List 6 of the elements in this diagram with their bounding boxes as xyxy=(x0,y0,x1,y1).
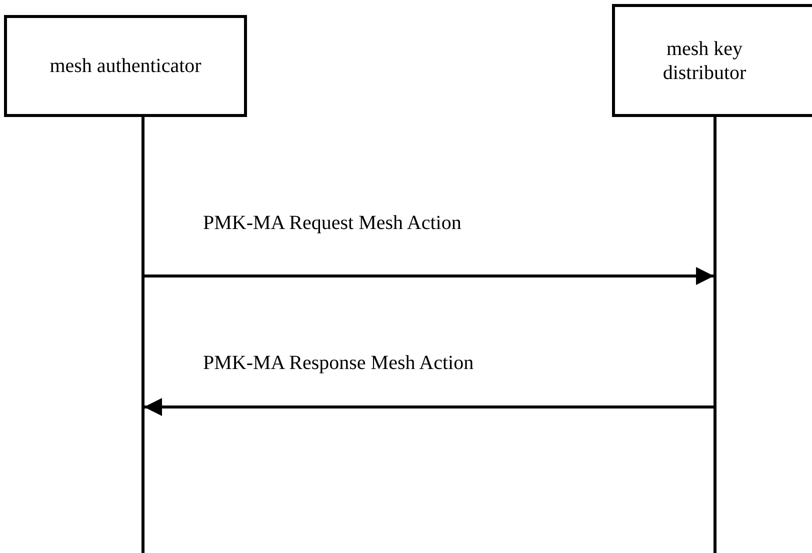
message-label: PMK-MA Request Mesh Action xyxy=(203,212,462,235)
message-label: PMK-MA Response Mesh Action xyxy=(203,352,474,375)
message-arrow xyxy=(144,267,714,285)
message-arrow xyxy=(144,398,714,416)
participant-box: mesh key distributor xyxy=(612,4,812,117)
participant-box: mesh authenticator xyxy=(4,15,247,117)
